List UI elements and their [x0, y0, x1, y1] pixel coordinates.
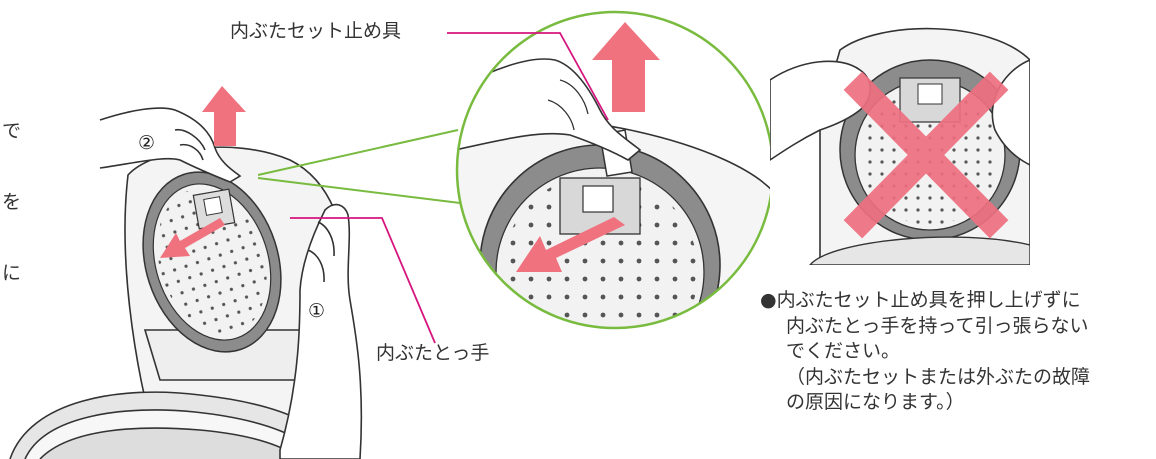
left-text-fragment-1: で	[2, 120, 22, 142]
caution-note: ●内ぶたセット止め具を押し上げずに 内ぶたとっ手を持って引っ張らない でください…	[760, 288, 1152, 416]
left-text-fragment-3: に	[2, 262, 22, 284]
caution-line-4: （内ぶたセットまたは外ぶたの故障	[786, 365, 1091, 388]
caution-line-1: ●内ぶたセット止め具を押し上げずに	[760, 289, 1081, 311]
prohibited-x-icon	[843, 71, 1009, 239]
caution-line-5: の原因になります。）	[786, 391, 965, 413]
leader-lines	[290, 32, 609, 344]
hand-right	[279, 203, 363, 459]
lid-stopper-label: 内ぶたセット止め具	[230, 20, 402, 42]
caution-line-2: 内ぶたとっ手を持って引っ張らない	[786, 314, 1089, 337]
up-arrow-icon	[202, 86, 246, 146]
step-1-marker: ①	[308, 300, 326, 322]
lid-handle-label: 内ぶたとっ手	[376, 342, 490, 364]
caution-line-3: でください。	[786, 340, 901, 362]
inner-lid	[142, 171, 282, 353]
diagonal-arrow-icon	[160, 218, 225, 258]
left-text-fragment-2: を	[2, 191, 22, 213]
hand-top	[99, 107, 242, 183]
zoom-connector-lines	[257, 129, 461, 204]
step-2-marker: ②	[138, 132, 156, 154]
